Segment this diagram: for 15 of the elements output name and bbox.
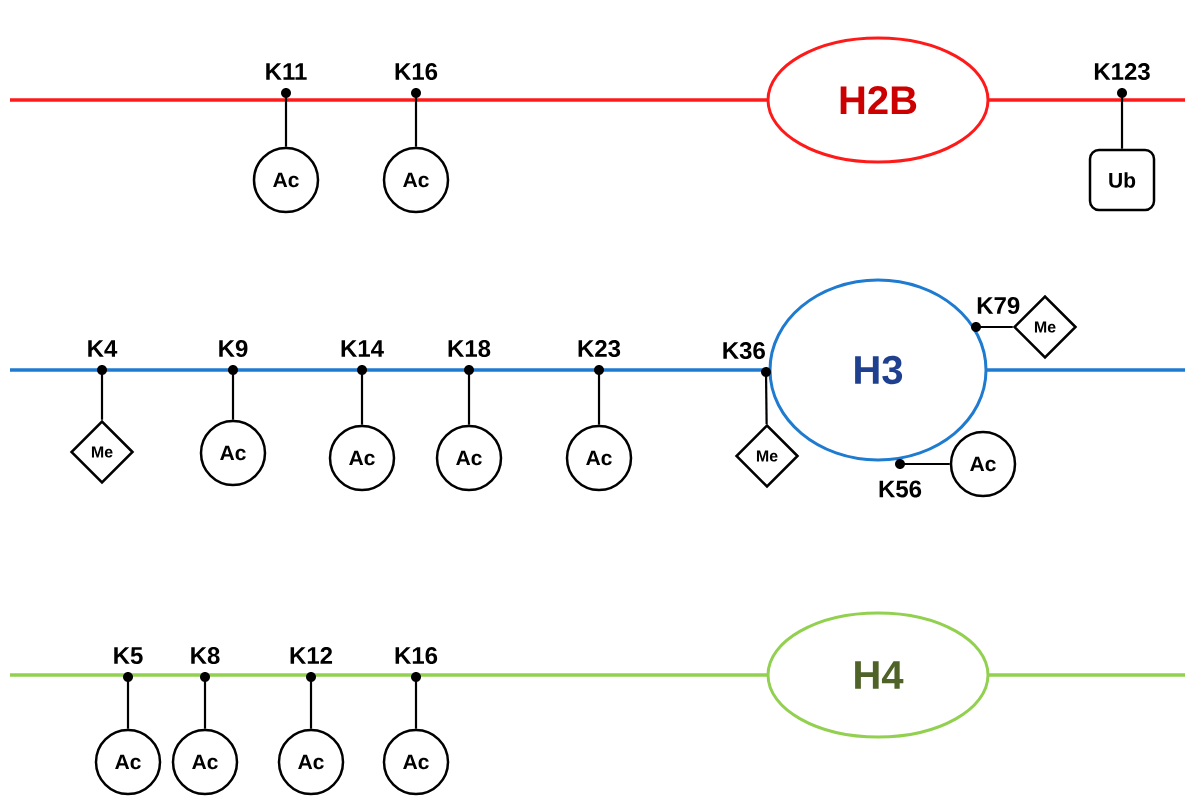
site-label: K12 (290, 647, 333, 682)
site-label: K56 (879, 459, 922, 498)
site-label: K8 (191, 647, 220, 682)
site-label: K123 (1094, 63, 1150, 98)
modification-box: Ub (1088, 148, 1156, 212)
site-label: K16 (395, 647, 438, 682)
site-label: K9 (219, 340, 248, 375)
site-label: K16 (395, 63, 438, 98)
site-label: K18 (448, 340, 491, 375)
site-label: K23 (578, 340, 621, 375)
site-label: K36 (723, 342, 771, 377)
site-label: K14 (341, 340, 384, 375)
site-label: K4 (88, 340, 118, 375)
site-label: K11 (266, 63, 307, 98)
site-label: K5 (114, 647, 143, 682)
